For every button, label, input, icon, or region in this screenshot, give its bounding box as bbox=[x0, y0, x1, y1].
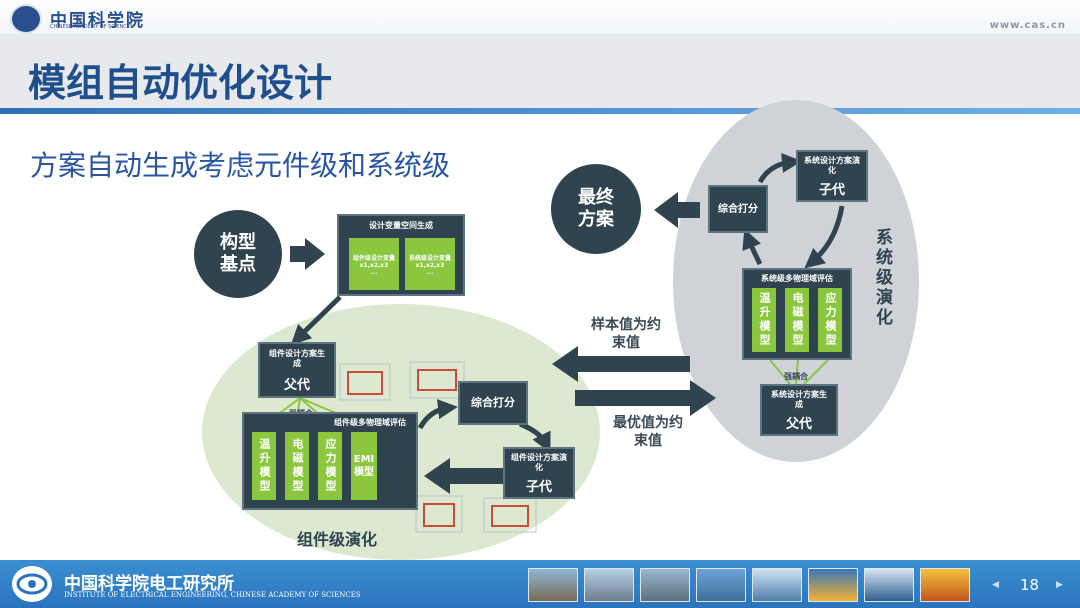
next-slide-icon[interactable]: ▶ bbox=[1056, 580, 1063, 590]
system-evolution-label: 系统级演化 bbox=[872, 228, 892, 328]
sample-constraint-label: 样本值为约束值 bbox=[591, 317, 661, 352]
institute-name-en: INSTITUTE OF ELECTRICAL ENGINEERING, CHI… bbox=[64, 591, 361, 599]
comp-model-emi: EMI模型 bbox=[351, 432, 377, 500]
component-parent-box: 组件设计方案生成 父代 bbox=[258, 342, 336, 398]
model-sketches bbox=[347, 369, 529, 527]
component-child-box: 组件设计方案演化 子代 bbox=[503, 447, 575, 499]
footer-photo-5 bbox=[752, 568, 802, 602]
prev-slide-icon[interactable]: ◀ bbox=[992, 580, 999, 590]
comp-model-stress: 应力模型 bbox=[318, 432, 342, 500]
comp-model-em: 电磁模型 bbox=[285, 432, 309, 500]
config-base-node: 构型基点 bbox=[194, 210, 282, 298]
page-number: 18 bbox=[1020, 576, 1040, 594]
sys-model-stress: 应力模型 bbox=[818, 288, 842, 352]
component-score-box: 综合打分 bbox=[458, 381, 528, 425]
footer-photo-1 bbox=[528, 568, 578, 602]
component-variables-box: 组件级设计变量 x1,x2,x3 ... bbox=[349, 238, 399, 290]
footer-photo-8 bbox=[920, 568, 970, 602]
institute-name-cn: 中国科学院电工研究所 bbox=[64, 574, 234, 594]
component-evolution-label: 组件级演化 bbox=[297, 530, 378, 549]
system-variables-box: 系统级设计变量 x1,x2,x3 ... bbox=[405, 238, 455, 290]
title-stripe bbox=[0, 108, 1080, 114]
final-solution-node: 最终方案 bbox=[551, 164, 641, 254]
footer-photo-3 bbox=[640, 568, 690, 602]
design-space-box: 设计变量空间生成 组件级设计变量 x1,x2,x3 ... 系统级设计变量 x1… bbox=[337, 214, 465, 296]
slide-subtitle: 方案自动生成考虑元件级和系统级 bbox=[30, 149, 451, 182]
slide-title: 模组自动优化设计 bbox=[28, 61, 333, 105]
footer-photo-4 bbox=[696, 568, 746, 602]
system-parent-box: 系统设计方案生成 父代 bbox=[760, 384, 838, 436]
sys-model-em: 电磁模型 bbox=[785, 288, 809, 352]
org-name-cn: 中国科学院 bbox=[50, 11, 145, 31]
title-band bbox=[0, 34, 1080, 108]
optimal-constraint-label: 最优值为约束值 bbox=[613, 415, 683, 450]
footer-photo-6 bbox=[808, 568, 858, 602]
system-child-box: 系统设计方案演化 子代 bbox=[796, 150, 868, 202]
footer-photo-7 bbox=[864, 568, 914, 602]
system-score-box: 综合打分 bbox=[708, 185, 768, 233]
sys-model-thermal: 温升模型 bbox=[752, 288, 776, 352]
comp-model-thermal: 温升模型 bbox=[252, 432, 276, 500]
sys-strong-coupling-label: 强耦合 bbox=[784, 372, 808, 381]
institute-logo-icon bbox=[12, 566, 52, 602]
footer-photo-2 bbox=[584, 568, 634, 602]
cas-logo-icon bbox=[10, 4, 42, 34]
site-url: www.cas.cn bbox=[989, 20, 1066, 31]
org-name-en: CHINESE ACADEMY OF SCIENCES bbox=[50, 24, 134, 30]
